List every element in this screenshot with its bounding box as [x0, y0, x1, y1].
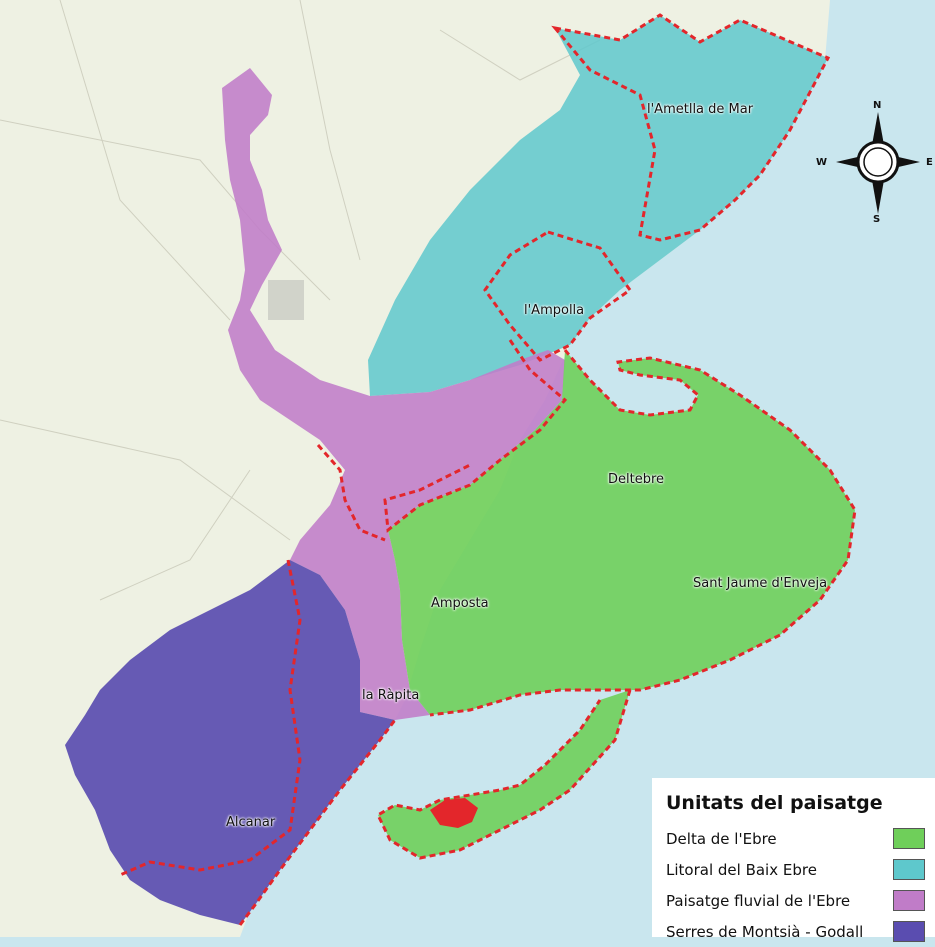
label-rapita: la Ràpita — [362, 688, 420, 703]
legend-label: Litoral del Baix Ebre — [666, 860, 817, 879]
region-serres-montsia[interactable] — [65, 560, 395, 925]
compass-icon — [836, 112, 920, 214]
legend-label: Serres de Montsià - Godall — [666, 922, 864, 941]
compass-west: W — [816, 157, 828, 168]
legend-item-litoral: Litoral del Baix Ebre — [666, 854, 925, 885]
legend-label: Delta de l'Ebre — [666, 829, 777, 848]
label-alcanar: Alcanar — [226, 815, 276, 830]
legend-swatch — [893, 859, 925, 880]
label-ametlla-de-mar: l'Ametlla de Mar — [647, 102, 754, 117]
salt-flats — [430, 798, 478, 828]
label-deltebre: Deltebre — [608, 472, 665, 487]
label-sant-jaume: Sant Jaume d'Enveja — [693, 576, 828, 591]
legend-label: Paisatge fluvial de l'Ebre — [666, 891, 851, 910]
label-ampolla: l'Ampolla — [524, 303, 585, 318]
region-litoral-baix-ebre[interactable] — [368, 15, 828, 396]
region-delta-ebre[interactable] — [388, 350, 855, 715]
label-amposta: Amposta — [431, 596, 489, 611]
legend: Unitats del paisatge Delta de l'Ebre Lit… — [652, 778, 935, 942]
compass-north: N — [873, 100, 882, 111]
compass-south: S — [873, 214, 881, 225]
tortosa-urban-area — [268, 280, 304, 320]
legend-title: Unitats del paisatge — [666, 792, 883, 814]
legend-swatch — [893, 890, 925, 911]
compass-rose: N S W E — [812, 100, 935, 226]
legend-item-fluvial: Paisatge fluvial de l'Ebre — [666, 885, 925, 916]
legend-swatch — [893, 828, 925, 849]
legend-item-delta: Delta de l'Ebre — [666, 823, 925, 854]
compass-east: E — [926, 157, 933, 168]
legend-swatch — [893, 921, 925, 942]
region-paisatge-fluvial[interactable] — [222, 68, 565, 720]
municipal-boundaries — [119, 13, 857, 926]
legend-item-serres: Serres de Montsià - Godall — [666, 916, 925, 947]
